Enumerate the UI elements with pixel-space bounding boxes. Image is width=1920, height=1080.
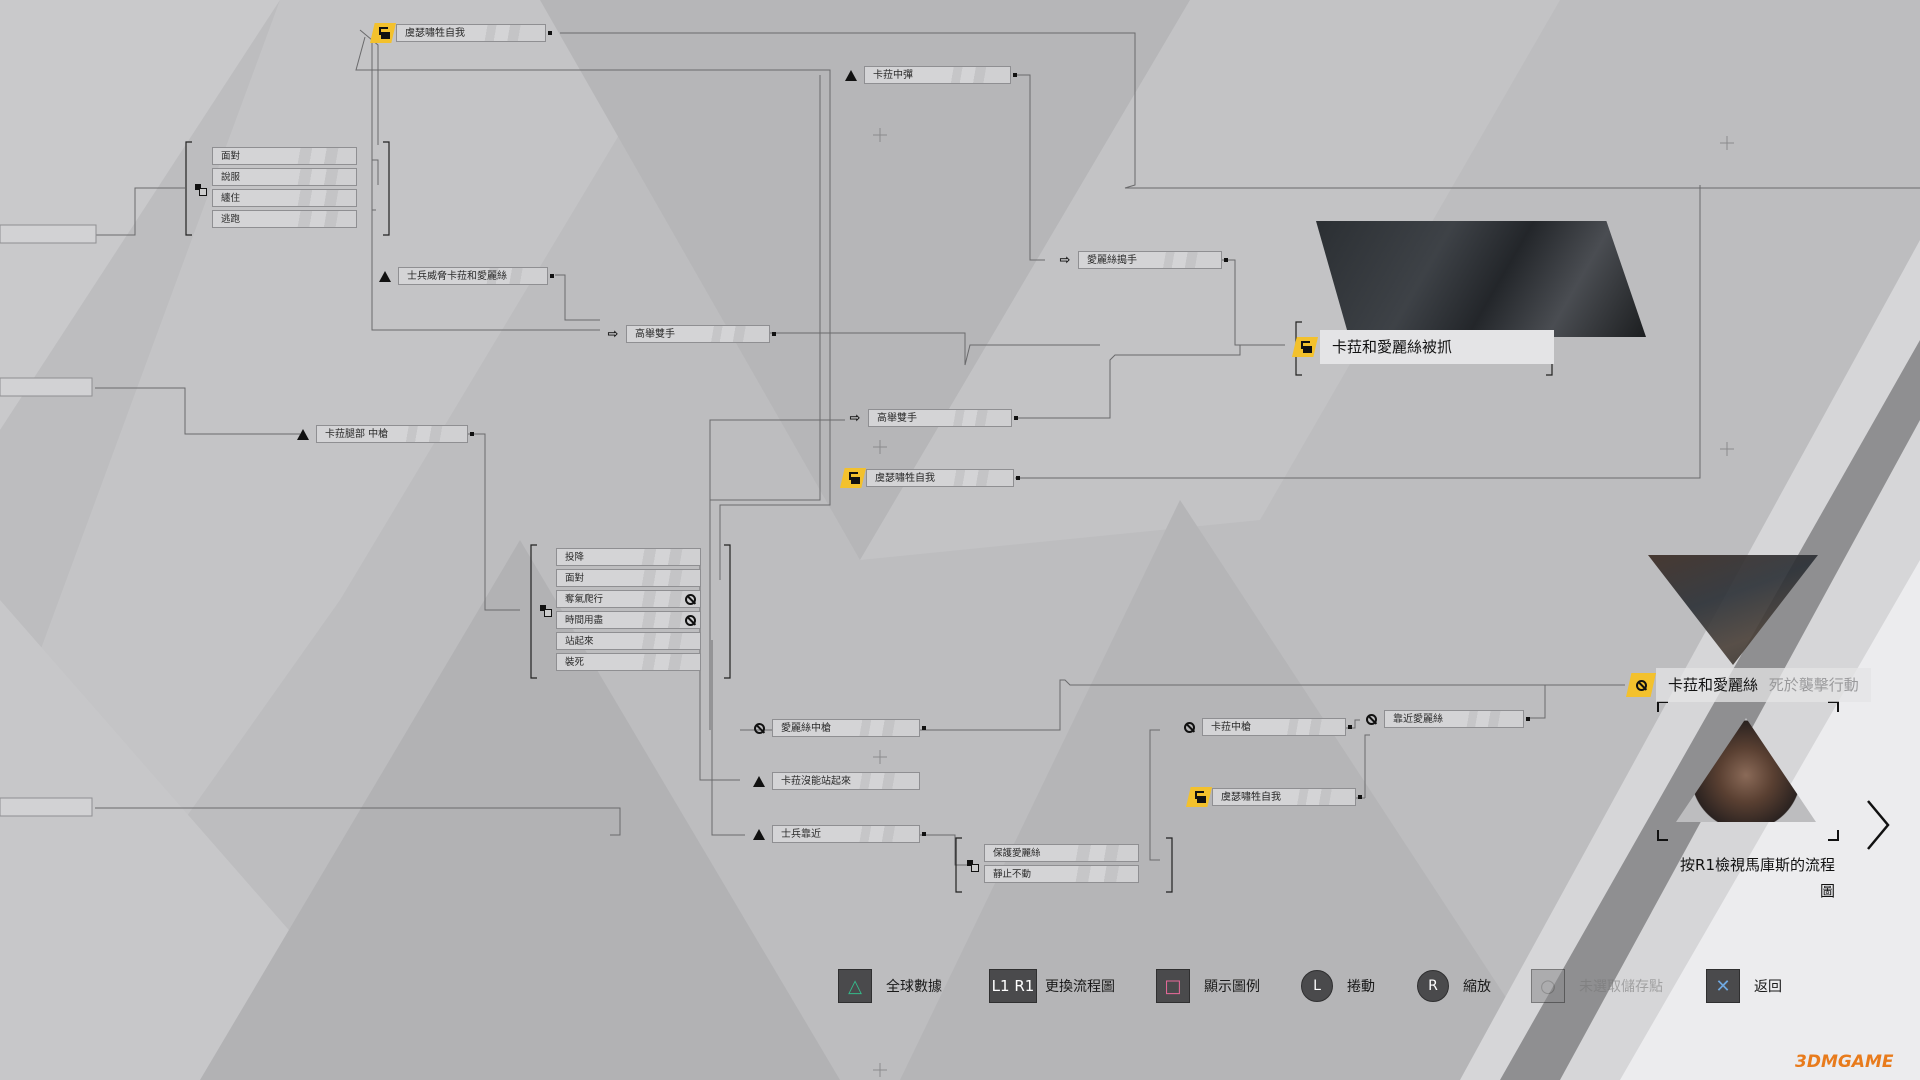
node-sacrifice-top[interactable]: 虞瑟嘯牲自我 [370, 23, 552, 43]
ending-death-sublabel: 死於襲擊行動 [1768, 676, 1859, 694]
ban-icon [1176, 717, 1202, 737]
node-label: 士兵靠近 [772, 825, 920, 843]
choice-stand-up[interactable]: 站起來 [556, 632, 701, 650]
choice-crawl[interactable]: 奪氣爬行 [556, 590, 701, 608]
lock-icon [1626, 673, 1656, 697]
ban-icon [746, 718, 772, 738]
node-kara-shot-2[interactable]: 卡菈中槍 [1176, 717, 1352, 737]
control-global-data[interactable]: △ 全球數據 [838, 968, 942, 1004]
node-label: 士兵威脅卡菈和愛麗絲 [398, 267, 548, 285]
node-approach-alice[interactable]: 靠近愛麗絲 [1358, 709, 1530, 729]
node-label: 虞瑟嘯牲自我 [866, 469, 1014, 487]
watermark-logo: 3DMGAME [1795, 1052, 1894, 1072]
control-scroll[interactable]: L 捲動 [1301, 968, 1375, 1004]
node-kara-leg-shot[interactable]: 卡菈腿部 中槍 [290, 424, 474, 444]
control-back[interactable]: ✕ 返回 [1706, 968, 1782, 1004]
square-button-icon: □ [1156, 969, 1190, 1003]
choice-flee[interactable]: 逃跑 [212, 210, 357, 228]
choice-stay-still[interactable]: 靜止不動 [984, 865, 1139, 883]
circle-button-icon: ○ [1531, 969, 1565, 1003]
node-alice-shot[interactable]: 愛麗絲中槍 [746, 718, 926, 738]
node-alice-grab[interactable]: ⇨ 愛麗絲搗手 [1052, 250, 1228, 270]
arrow-right-icon: ⇨ [1059, 252, 1071, 268]
lock-icon [370, 23, 396, 43]
node-label: 靠近愛麗絲 [1384, 710, 1524, 728]
triangle-icon [372, 266, 398, 286]
triangle-icon [746, 824, 772, 844]
choice-group-bottom: 保護愛麗絲 靜止不動 [984, 844, 1139, 886]
node-label: 高舉雙手 [868, 409, 1012, 427]
lock-icon [840, 468, 866, 488]
cross-button-icon: ✕ [1706, 969, 1740, 1003]
node-label: 愛麗絲搗手 [1078, 251, 1222, 269]
choice-confront[interactable]: 面對 [212, 147, 357, 165]
choice-group-left: 面對 說服 纏住 逃跑 [212, 147, 357, 231]
node-kara-cannot-stand[interactable]: 卡菈沒能站起來 [746, 771, 920, 791]
left-stick-icon: L [1301, 970, 1333, 1002]
control-change-flowchart[interactable]: L1 R1 更換流程圖 [989, 968, 1115, 1004]
node-label: 卡菈中槍 [1202, 718, 1346, 736]
choice-confront-2[interactable]: 面對 [556, 569, 701, 587]
control-zoom[interactable]: R 縮放 [1417, 968, 1491, 1004]
control-no-checkpoint: ○ 未選取儲存點 [1531, 968, 1663, 1004]
triangle-icon [838, 65, 864, 85]
choice-protect-alice[interactable]: 保護愛麗絲 [984, 844, 1139, 862]
chevron-right-icon[interactable] [1862, 795, 1892, 855]
node-sacrifice-bottom[interactable]: 虞瑟嘯牲自我 [1186, 787, 1362, 807]
lock-icon [1186, 787, 1212, 807]
node-hands-up-2[interactable]: ⇨ 高舉雙手 [842, 408, 1018, 428]
node-label: 卡菈沒能站起來 [772, 772, 920, 790]
ending-death-label: 卡菈和愛麗絲 [1668, 676, 1759, 694]
ban-icon [685, 615, 696, 626]
node-soldier-approach[interactable]: 士兵靠近 [746, 824, 926, 844]
chain-icon [967, 860, 979, 872]
choice-group-center: 投降 面對 奪氣爬行 時間用盡 站起來 裝死 [556, 548, 701, 674]
node-label: 卡菈腿部 中槍 [316, 425, 468, 443]
node-label: 虞瑟嘯牲自我 [396, 24, 546, 42]
right-stick-icon: R [1417, 970, 1449, 1002]
triangle-button-icon: △ [838, 969, 872, 1003]
portrait-frame [1657, 701, 1839, 841]
node-label: 高舉雙手 [626, 325, 770, 343]
node-soldier-threat[interactable]: 士兵威脅卡菈和愛麗絲 [372, 266, 554, 286]
l1-r1-button-icon: L1 R1 [989, 969, 1037, 1003]
ending-death-card[interactable]: 卡菈和愛麗絲 死於襲擊行動 [1626, 668, 1871, 702]
chain-icon [540, 605, 552, 617]
choice-grapple[interactable]: 纏住 [212, 189, 357, 207]
node-label: 虞瑟嘯牲自我 [1212, 788, 1356, 806]
node-label: 愛麗絲中槍 [772, 719, 920, 737]
node-label: 卡菈中彈 [864, 66, 1011, 84]
arrow-right-icon: ⇨ [849, 410, 861, 426]
ending-captured-label: 卡菈和愛麗絲被抓 [1320, 330, 1554, 364]
ending-captured-card[interactable]: 卡菈和愛麗絲被抓 [1290, 330, 1554, 364]
node-sacrifice-mid[interactable]: 虞瑟嘯牲自我 [840, 468, 1020, 488]
captured-scene-image [1316, 221, 1646, 337]
triangle-icon [290, 424, 316, 444]
view-markus-hint: 按R1檢視馬庫斯的流程圖 [1680, 856, 1835, 900]
lock-icon [1290, 335, 1320, 359]
arrow-right-icon: ⇨ [607, 326, 619, 342]
ban-icon [1358, 709, 1384, 729]
choice-surrender[interactable]: 投降 [556, 548, 701, 566]
ban-icon [685, 594, 696, 605]
choice-persuade[interactable]: 說服 [212, 168, 357, 186]
triangle-icon [746, 771, 772, 791]
choice-play-dead[interactable]: 裝死 [556, 653, 701, 671]
control-show-legend[interactable]: □ 顯示圖例 [1156, 968, 1260, 1004]
node-hands-up-1[interactable]: ⇨ 高舉雙手 [600, 324, 776, 344]
node-kara-shot[interactable]: 卡菈中彈 [838, 65, 1017, 85]
chain-icon [195, 184, 207, 196]
choice-timeout[interactable]: 時間用盡 [556, 611, 701, 629]
